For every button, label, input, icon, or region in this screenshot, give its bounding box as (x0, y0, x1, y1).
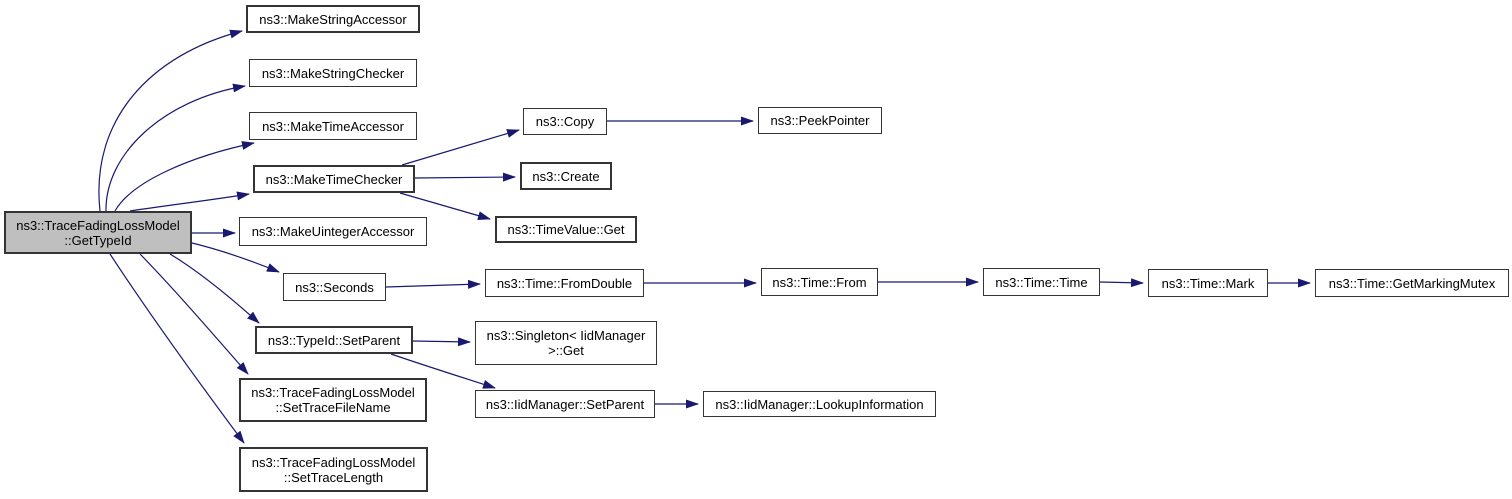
edge-maketimechecker-to-timevalueget (399, 192, 491, 220)
node-getmarkingmutex[interactable]: ns3::Time::GetMarkingMutex (1315, 269, 1509, 297)
node-makestringaccessor[interactable]: ns3::MakeStringAccessor (246, 5, 420, 33)
node-label: ns3::Time::GetMarkingMutex (1328, 275, 1496, 291)
node-makeuintegeraccessor[interactable]: ns3::MakeUintegerAccessor (239, 217, 427, 246)
edge-gettypeid-to-settracefilename (139, 253, 249, 375)
node-seconds[interactable]: ns3::Seconds (283, 273, 386, 301)
node-label: ns3::TypeId::SetParent (267, 332, 401, 348)
node-label: ::SetTraceFileName (275, 400, 391, 415)
node-label: ::SetTraceLength (283, 469, 384, 485)
node-label: ns3::MakeTimeAccessor (262, 118, 404, 134)
edge-gettypeid-to-maketimechecker (129, 191, 250, 212)
node-makestringchecker[interactable]: ns3::MakeStringChecker (249, 59, 417, 87)
node-maketimechecker[interactable]: ns3::MakeTimeChecker (253, 165, 415, 193)
node-lookupinformation[interactable]: ns3::IidManager::LookupInformation (703, 391, 936, 417)
node-label: ns3::MakeStringAccessor (259, 11, 407, 27)
node-label: ns3::TraceFadingLossModel (251, 385, 415, 400)
node-gettypeid: ns3::TraceFadingLossModel::GetTypeId (4, 211, 192, 254)
edge-gettypeid-to-maketimeaccessor (114, 141, 255, 212)
node-label: ns3::Copy (535, 114, 595, 129)
edge-gettypeid-to-makestringchecker (105, 83, 246, 212)
node-peekpointer[interactable]: ns3::PeekPointer (758, 107, 882, 134)
node-label: ns3::Time::Time (995, 274, 1088, 290)
node-label: ns3::Time::Mark (1161, 275, 1255, 291)
node-label: ns3::Singleton< IidManager (486, 328, 646, 343)
node-label: ns3::PeekPointer (770, 113, 870, 128)
node-timemark[interactable]: ns3::Time::Mark (1148, 269, 1268, 297)
node-timetime[interactable]: ns3::Time::Time (983, 268, 1100, 296)
edge-gettypeid-to-seconds (191, 242, 280, 273)
node-label: ns3::TimeValue::Get (507, 222, 625, 237)
node-create[interactable]: ns3::Create (520, 162, 612, 190)
node-timevalueget[interactable]: ns3::TimeValue::Get (495, 216, 637, 243)
node-label: ns3::Seconds (295, 279, 374, 295)
edge-gettypeid-to-typeidsetparent (169, 253, 260, 324)
node-singletonget[interactable]: ns3::Singleton< IidManager>::Get (475, 321, 657, 365)
node-label: ns3::IidManager::SetParent (485, 396, 645, 412)
edge-seconds-to-fromdouble (385, 279, 481, 289)
edge-timetime-to-timemark (1099, 278, 1144, 288)
node-label: ns3::MakeUintegerAccessor (251, 224, 415, 239)
edge-typeidsetparent-to-singletonget (412, 337, 471, 347)
node-label: ns3::MakeStringChecker (261, 65, 405, 81)
node-label: >::Get (548, 343, 584, 358)
node-typeidsetparent[interactable]: ns3::TypeId::SetParent (255, 326, 413, 354)
node-settracelength[interactable]: ns3::TraceFadingLossModel::SetTraceLengt… (239, 447, 428, 492)
edge-gettypeid-to-settracelength (109, 253, 245, 444)
node-maketimeaccessor[interactable]: ns3::MakeTimeAccessor (249, 112, 417, 140)
node-label: ns3::Create (532, 168, 600, 184)
node-iidsetparent[interactable]: ns3::IidManager::SetParent (475, 390, 655, 418)
edge-maketimechecker-to-copy (401, 129, 520, 166)
edge-gettypeid-to-makestringaccessor (98, 29, 243, 212)
edge-typeidsetparent-to-iidsetparent (390, 353, 496, 389)
node-label: ns3::TraceFadingLossModel (16, 217, 180, 233)
node-label: ns3::MakeTimeChecker (265, 171, 403, 187)
node-label: ns3::TraceFadingLossModel (251, 454, 416, 470)
node-label: ns3::IidManager::LookupInformation (715, 396, 924, 412)
node-label: ns3::Time::From (772, 274, 867, 290)
node-copy[interactable]: ns3::Copy (523, 108, 607, 135)
node-timefrom[interactable]: ns3::Time::From (761, 268, 878, 296)
node-fromdouble[interactable]: ns3::Time::FromDouble (485, 269, 644, 297)
node-settracefilename[interactable]: ns3::TraceFadingLossModel::SetTraceFileN… (239, 378, 427, 422)
node-label: ::GetTypeId (64, 232, 132, 248)
edge-maketimechecker-to-create (414, 172, 516, 182)
node-label: ns3::Time::FromDouble (496, 275, 633, 291)
